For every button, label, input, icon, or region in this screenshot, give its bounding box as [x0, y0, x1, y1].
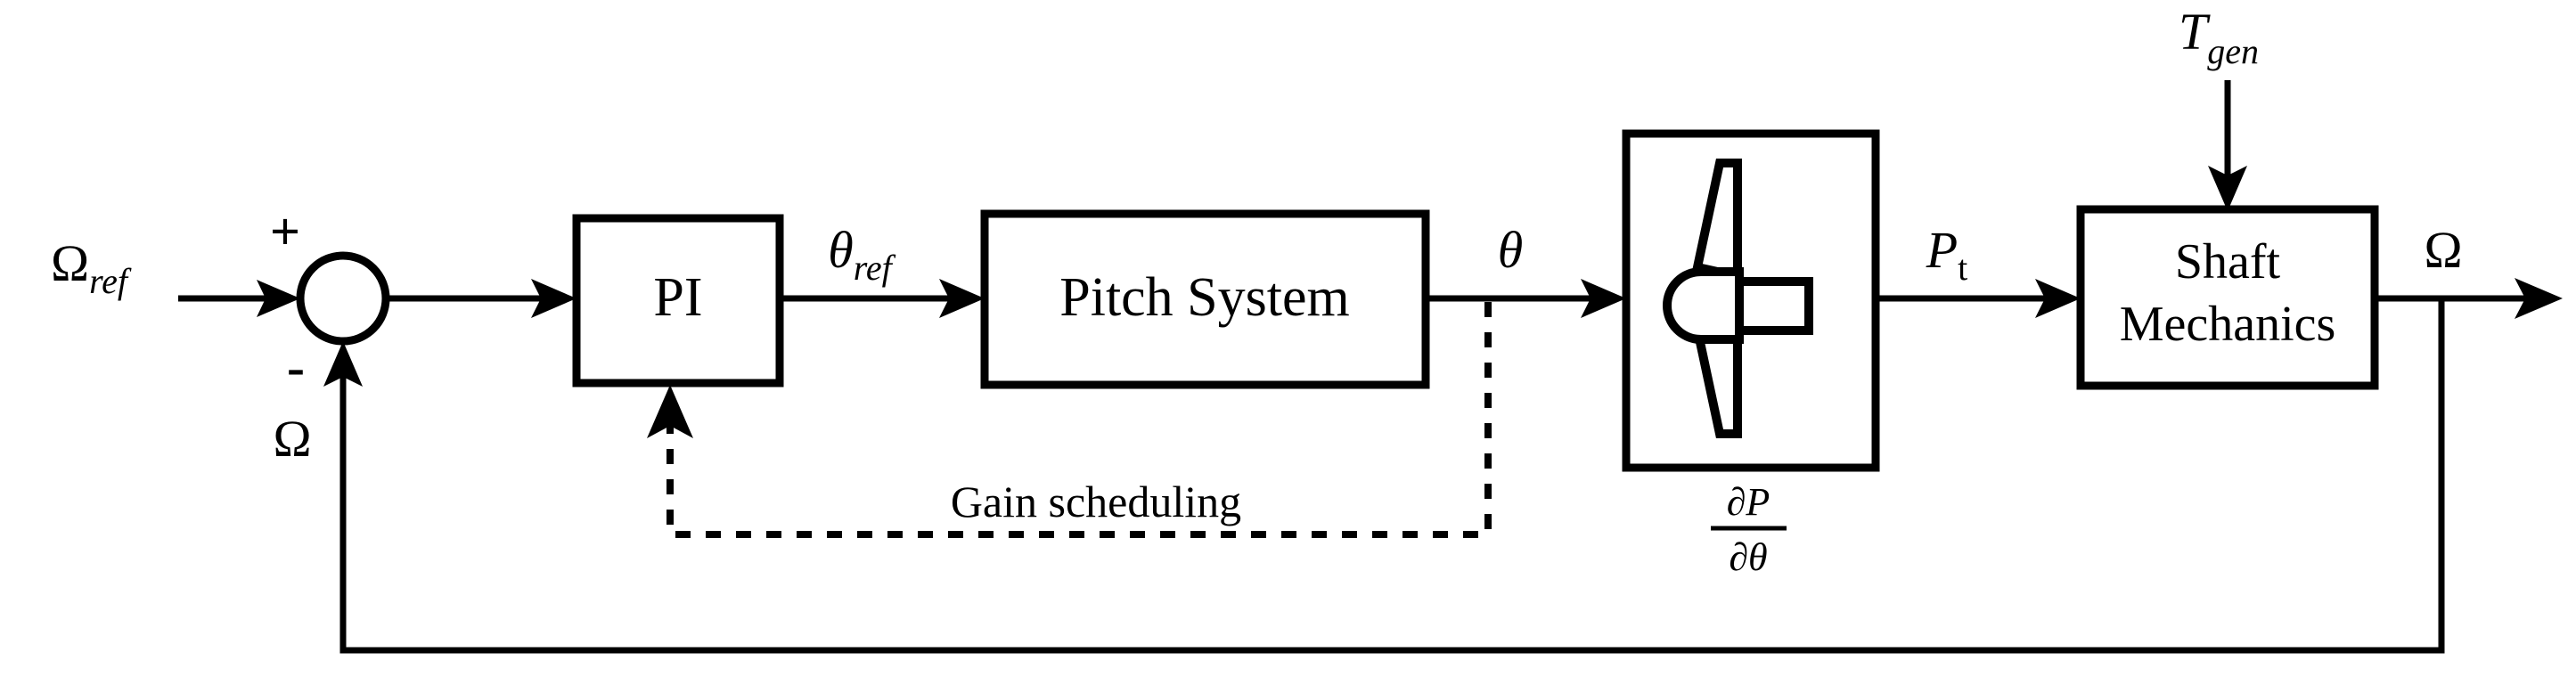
- signal-label-omega-output: Ω: [2424, 221, 2462, 279]
- rotor-sensitivity-denominator: ∂θ: [1729, 535, 1767, 579]
- block-shaft-mechanics-label-line2: Mechanics: [2120, 297, 2336, 352]
- omega-ref-base: Ω: [51, 234, 89, 292]
- rotor-sensitivity-fraction: ∂P ∂θ: [1711, 480, 1787, 579]
- arrowhead-tgen-to-shaft-mechanics: [2208, 166, 2247, 211]
- block-shaft-mechanics[interactable]: [2076, 205, 2379, 390]
- block-shaft-mechanics-label-line1: Shaft: [2175, 234, 2281, 290]
- block-pitch-system[interactable]: [980, 209, 1430, 389]
- block-pitch-system-label: Pitch System: [1059, 267, 1350, 328]
- signal-label-theta-ref: θref: [828, 221, 895, 288]
- signal-label-theta: θ: [1498, 221, 1524, 279]
- arrowhead-gain-scheduling-to-pi: [647, 385, 693, 438]
- t-gen-sub: gen: [2207, 31, 2259, 71]
- omega-ref-sub: ref: [89, 261, 132, 301]
- rotor-nacelle: [1735, 277, 1813, 335]
- wire-feedback-omega: [339, 298, 2445, 654]
- signal-label-t-gen: Tgen: [2179, 3, 2259, 71]
- theta-base: θ: [1498, 221, 1524, 279]
- block-pi[interactable]: [572, 214, 784, 387]
- arrowhead-pi-to-pitch-system: [939, 279, 985, 318]
- omega-out-base: Ω: [2424, 221, 2462, 279]
- sum-plus-sign: +: [270, 202, 300, 261]
- block-pi-label: PI: [653, 267, 702, 328]
- p-t-sub: t: [1958, 248, 1967, 288]
- arrowhead-pitch-system-to-rotor: [1581, 279, 1626, 318]
- p-t-base: P: [1926, 221, 1958, 279]
- omega-feedback-base: Ω: [273, 410, 311, 468]
- arrowhead-sum-to-pi: [531, 279, 577, 318]
- theta-ref-base: θ: [828, 221, 854, 279]
- arrowhead-rotor-to-shaft-mechanics: [2035, 279, 2081, 318]
- sum-minus-sign: -: [287, 338, 305, 396]
- arrowhead-feedback-to-sum: [323, 341, 363, 387]
- theta-ref-sub: ref: [854, 248, 896, 288]
- t-gen-base: T: [2179, 3, 2211, 61]
- rotor-hub: [1663, 267, 1744, 344]
- signal-label-p-t: Pt: [1926, 221, 1968, 288]
- arrowhead-omega-ref-to-sum: [257, 280, 300, 317]
- gain-scheduling-label: Gain scheduling: [951, 477, 1241, 526]
- summing-junction: [296, 251, 390, 346]
- wire-gain-scheduling-dashed: [666, 302, 1492, 538]
- arrowhead-omega-output: [2515, 278, 2563, 319]
- signal-label-omega-ref: Ωref: [51, 234, 132, 301]
- wind-turbine-rotor-icon: [1663, 159, 1813, 438]
- signal-label-omega-feedback: Ω: [273, 410, 311, 468]
- rotor-sensitivity-numerator: ∂P: [1727, 480, 1770, 524]
